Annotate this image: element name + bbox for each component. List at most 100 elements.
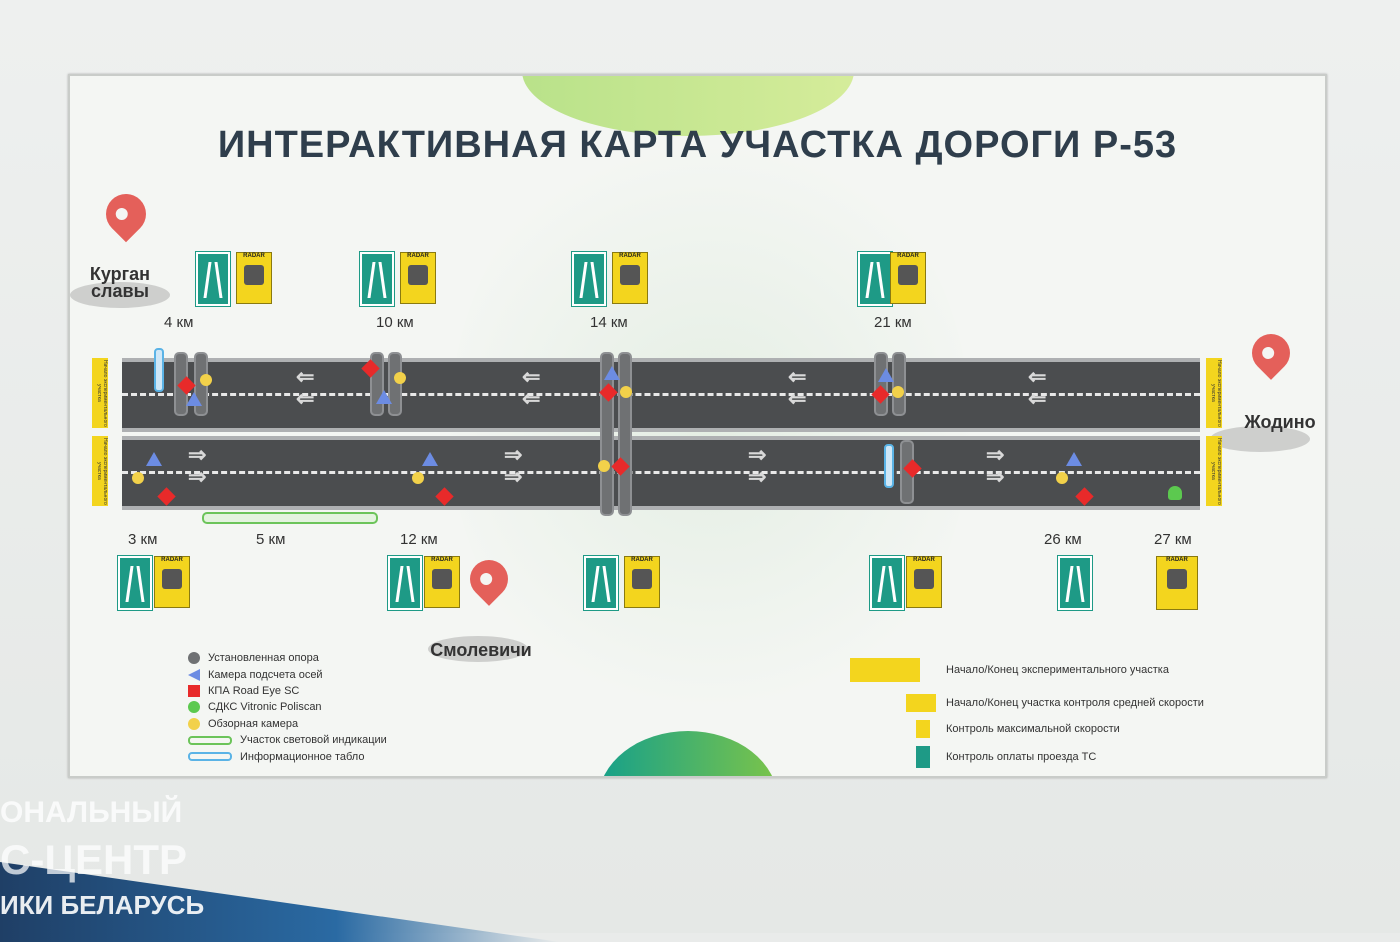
km-label: 3 км [128,531,158,548]
vitronic-poliscan-icon[interactable] [1168,486,1182,500]
radar-sign-icon: RADAR [890,252,926,304]
km-label: 21 км [874,314,912,331]
radar-sign-icon: RADAR [906,556,942,608]
support-post-icon[interactable] [892,352,906,416]
overview-camera-icon[interactable] [394,372,406,384]
city-kurgan[interactable]: Курган славы [89,264,151,301]
map-pin-icon[interactable] [1244,326,1298,380]
axle-camera-icon[interactable] [146,452,162,466]
toll-sign-icon [584,556,618,610]
toll-sign-icon [388,556,422,610]
km-label: 10 км [376,314,414,331]
radar-sign-icon: RADAR [424,556,460,608]
toll-sign-icon [870,556,904,610]
legend-item: Контроль оплаты проезда ТС [916,746,1096,768]
avg-speed-sign-icon [906,694,936,712]
axle-camera-icon[interactable] [376,390,392,404]
overlay-line-1: ОНАЛЬНЫЙ [0,796,183,829]
radar-sign-icon: RADAR [400,252,436,304]
map-pin-icon[interactable] [97,185,155,243]
road-westbound [122,358,1200,432]
legend-right: Начало/Конец экспериментального участка … [850,658,1270,774]
arrow-right-icon: ⇒⇒ [748,442,767,489]
light-indication-segment[interactable] [202,512,378,524]
info-board-icon[interactable] [884,444,894,488]
map-slide: ИНТЕРАКТИВНАЯ КАРТА УЧАСТКА ДОРОГИ Р-53 … [68,74,1327,778]
arrow-left-icon: ⇐⇐ [296,364,315,411]
support-post-icon [188,652,200,665]
city-smolevichi[interactable]: Смолевичи [430,640,532,660]
experiment-banner: Начало экспериментального участка [1206,436,1222,506]
toll-sign-icon [1058,556,1092,610]
legend-item: Камера подсчета осей [188,666,387,682]
km-label: 4 км [164,314,194,331]
page-title: ИНТЕРАКТИВНАЯ КАРТА УЧАСТКА ДОРОГИ Р-53 [217,124,1178,166]
info-board-swatch [188,752,232,762]
pin-shadow [70,282,170,308]
kpa-road-eye-icon [188,684,200,697]
arrow-left-icon: ⇐⇐ [522,364,541,411]
legend-item: СДКС Vitronic Poliscan [188,699,387,715]
toll-sign-icon [360,252,394,306]
legend-item: Установленная опора [188,650,387,666]
support-post-icon[interactable] [388,352,402,416]
radar-sign-icon: RADAR [624,556,660,608]
experiment-banner: Начало экспериментального участка [92,436,108,506]
pin-shadow [1210,426,1310,452]
axle-camera-icon[interactable] [878,368,894,382]
experiment-banner-icon [850,658,920,682]
road-eastbound [122,436,1200,510]
overlay-line-2: С-ЦЕНТР [0,836,188,883]
legend-item: Информационное табло [188,748,387,764]
arrow-right-icon: ⇒⇒ [986,442,1005,489]
info-board-icon[interactable] [154,348,164,392]
arrow-right-icon: ⇒⇒ [188,442,207,489]
arrow-left-icon: ⇐⇐ [788,364,807,411]
legend-left: Установленная опора Камера подсчета осей… [188,650,387,765]
overview-camera-icon[interactable] [598,460,610,472]
arrow-right-icon: ⇒⇒ [504,442,523,489]
pin-shadow [428,636,528,662]
km-label: 14 км [590,314,628,331]
vitronic-poliscan-icon [188,701,200,714]
overview-camera-icon[interactable] [412,472,424,484]
legend-item: КПА Road Eye SC [188,683,387,699]
toll-sign-icon [572,252,606,306]
legend-item: Обзорная камера [188,716,387,732]
decor-arc-bottom [598,731,778,776]
overview-camera-icon[interactable] [132,472,144,484]
max-speed-sign-icon [916,720,930,738]
support-post-icon[interactable] [874,352,888,416]
radar-sign-icon: RADAR [612,252,648,304]
axle-camera-icon[interactable] [604,366,620,380]
toll-sign-icon [858,252,892,306]
overview-camera-icon[interactable] [1056,472,1068,484]
km-label: 12 км [400,531,438,548]
km-label: 26 км [1044,531,1082,548]
km-label: 27 км [1154,531,1192,548]
radar-sign-icon: RADAR [154,556,190,608]
experiment-banner: Начало экспериментального участка [92,358,108,428]
km-label: 5 км [256,531,286,548]
foto-control-sign-icon: RADAR [1156,556,1198,610]
overview-camera-icon[interactable] [200,374,212,386]
arrow-left-icon: ⇐⇐ [1028,364,1047,411]
overview-camera-icon [188,717,200,730]
light-segment-swatch [188,735,232,745]
radar-sign-icon: RADAR [236,252,272,304]
legend-item: Участок световой индикации [188,732,387,748]
axle-camera-icon[interactable] [1066,452,1082,466]
toll-sign-icon [196,252,230,306]
overview-camera-icon[interactable] [892,386,904,398]
support-post-icon[interactable] [618,352,632,516]
toll-sign-icon [916,746,930,768]
city-zhodino[interactable]: Жодино [1244,412,1316,432]
overlay-line-3: ИКИ БЕЛАРУСЬ [0,890,205,920]
legend-item: Начало/Конец участка контроля средней ск… [906,694,1204,712]
axle-camera-icon[interactable] [186,392,202,406]
overview-camera-icon[interactable] [620,386,632,398]
axle-camera-icon [188,668,200,681]
legend-item: Начало/Конец экспериментального участка [850,658,1169,682]
axle-camera-icon[interactable] [422,452,438,466]
toll-sign-icon [118,556,152,610]
